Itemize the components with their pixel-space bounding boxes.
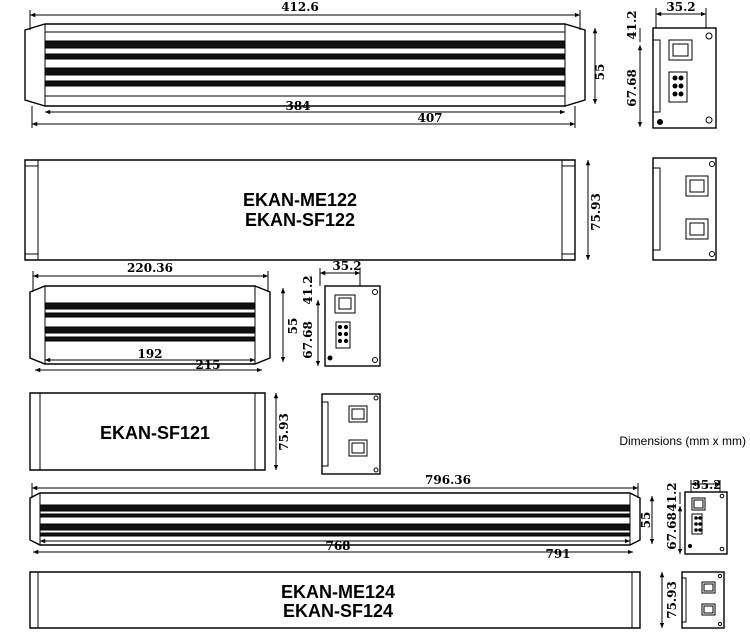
dim-side-top-1: 41.2 xyxy=(625,10,639,39)
front-view-412 xyxy=(24,10,598,128)
front-view-220 xyxy=(29,271,286,373)
dim-mount-2: 215 xyxy=(195,358,220,372)
dim-height-2: 55 xyxy=(286,318,300,335)
dim-depth-3: 75.93 xyxy=(665,581,679,619)
front-cover-124 xyxy=(29,571,665,629)
model-label-me122: EKAN-ME122 xyxy=(243,190,357,210)
dim-side-top-3: 41.2 xyxy=(665,482,679,511)
dim-depth-1: 75.93 xyxy=(589,193,603,231)
rear-view-1 xyxy=(652,157,717,261)
dim-inner-3: 768 xyxy=(325,539,350,553)
dim-height-1: 55 xyxy=(593,64,607,81)
dim-height-3: 55 xyxy=(639,512,653,529)
rear-view-2 xyxy=(321,393,381,475)
dim-side-w-2: 35.2 xyxy=(332,259,361,273)
front-view-796 xyxy=(29,483,655,555)
dim-overall-2: 220.36 xyxy=(127,261,173,275)
dim-mount-3: 791 xyxy=(545,547,570,561)
dim-side-h-3: 67.68 xyxy=(665,512,679,550)
model-label-sf121: EKAN-SF121 xyxy=(100,423,210,443)
dim-overall-3: 796.36 xyxy=(425,473,471,487)
dim-inner-2: 192 xyxy=(137,347,162,361)
front-cover-122 xyxy=(24,159,591,261)
dim-side-top-2: 41.2 xyxy=(301,275,315,304)
side-view-3 xyxy=(677,480,728,555)
side-view-1 xyxy=(637,8,717,129)
dim-side-w-1: 35.2 xyxy=(666,0,695,14)
model-label-me124: EKAN-ME124 xyxy=(281,582,395,602)
dim-side-h-1: 67.68 xyxy=(625,69,639,107)
dim-side-w-3: 35.2 xyxy=(692,478,721,492)
rear-view-3 xyxy=(681,571,725,629)
model-label-sf124: EKAN-SF124 xyxy=(283,601,393,621)
dim-side-h-2: 67.68 xyxy=(301,321,315,359)
dim-depth-2: 75.93 xyxy=(277,413,291,451)
dim-overall-1: 412.6 xyxy=(281,0,319,14)
dimensions-caption: Dimensions (mm x mm) xyxy=(619,434,746,448)
dim-inner-1: 384 xyxy=(285,99,310,113)
front-cover-121 xyxy=(29,392,279,471)
dim-mount-1: 407 xyxy=(417,111,442,125)
side-view-2 xyxy=(315,268,381,367)
model-label-sf122: EKAN-SF122 xyxy=(245,210,355,230)
